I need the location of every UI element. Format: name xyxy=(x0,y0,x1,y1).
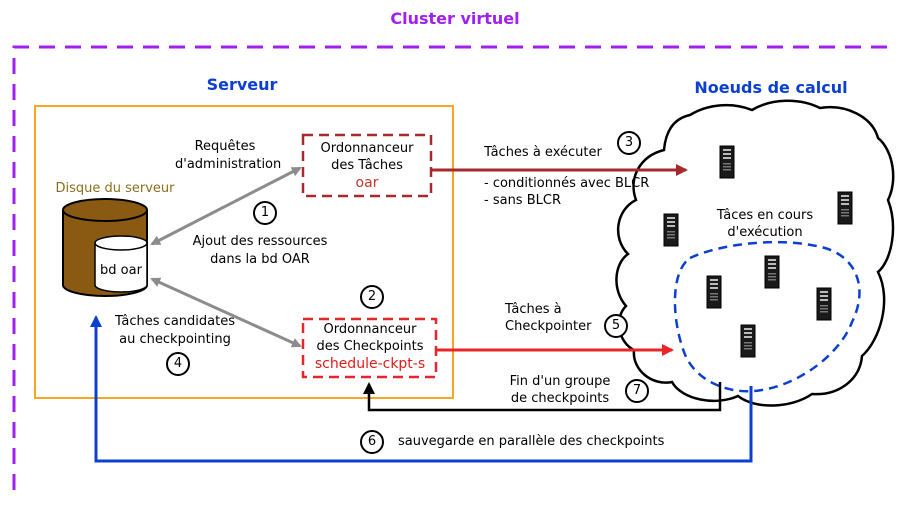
server-tower-icon xyxy=(706,275,722,309)
admin-requests-line2: d'administration xyxy=(175,157,282,172)
step-1: 1 xyxy=(260,205,270,220)
candidate-tasks-line1: Tâches candidates xyxy=(115,314,235,329)
step-3: 3 xyxy=(624,135,634,150)
step-2: 2 xyxy=(367,289,377,304)
scheduler-tasks-line1: Ordonnanceur xyxy=(320,141,414,156)
server-tower-icon xyxy=(719,145,735,179)
arrow-save-parallel xyxy=(90,315,753,463)
compute-cloud xyxy=(615,99,895,407)
arrow-db-to-scheduler-tasks xyxy=(150,166,302,246)
db-cylinder xyxy=(94,235,148,293)
blcr-line2: - sans BLCR xyxy=(484,193,561,208)
end-group-line2: de checkpoints xyxy=(510,391,610,406)
running-tasks-line1: Tâces en cours xyxy=(716,208,814,223)
nodes-title: Noeuds de calcul xyxy=(694,78,848,97)
disk-label: Disque du serveur xyxy=(55,181,175,196)
scheduler-ckpt-box xyxy=(301,317,438,379)
end-group-line1: Fin d'un groupe xyxy=(509,374,611,389)
server-title: Serveur xyxy=(206,75,278,94)
blcr-line1: - conditionnés avec BLCR xyxy=(484,176,650,191)
scheduler-tasks-box xyxy=(301,133,433,198)
server-tower-icon xyxy=(816,287,832,321)
tasks-exec-label: Tâches à exécuter xyxy=(484,145,602,160)
server-tower-icon xyxy=(663,213,679,247)
candidate-tasks-line2: au checkpointing xyxy=(119,332,231,347)
save-parallel-label: sauvegarde en parallèle des checkpoints xyxy=(398,434,665,449)
server-box xyxy=(34,105,454,399)
step-7: 7 xyxy=(632,383,642,398)
step-5: 5 xyxy=(611,318,621,333)
scheduler-tasks-name: oar xyxy=(355,175,379,191)
step-4: 4 xyxy=(173,356,183,371)
add-resources-line2: dans la bd OAR xyxy=(210,252,310,267)
server-tower-icon xyxy=(740,324,756,358)
cluster-title: Cluster virtuel xyxy=(390,9,520,28)
arrow-db-to-scheduler-ckpt xyxy=(150,277,302,348)
step-6: 6 xyxy=(367,434,377,449)
tasks-ckpt-line2: Checkpointer xyxy=(505,319,592,334)
admin-requests-line1: Requêtes xyxy=(194,139,256,154)
server-tower-icon xyxy=(764,255,780,289)
cluster-border xyxy=(12,45,893,490)
scheduler-ckpt-name: schedule-ckpt-s xyxy=(314,356,426,372)
db-label: bd oar xyxy=(100,263,142,278)
scheduler-tasks-line2: des Tâches xyxy=(331,158,403,173)
tasks-ckpt-line1: Tâches à xyxy=(505,302,562,317)
server-tower-icon xyxy=(837,191,853,225)
add-resources-line1: Ajout des ressources xyxy=(192,234,328,249)
scheduler-ckpt-line2: des Checkpoints xyxy=(316,339,424,354)
running-tasks-line2: d'exécution xyxy=(727,225,803,240)
arrow-end-group xyxy=(363,382,722,412)
step-circles xyxy=(166,131,649,454)
scheduler-ckpt-line1: Ordonnanceur xyxy=(323,322,417,337)
